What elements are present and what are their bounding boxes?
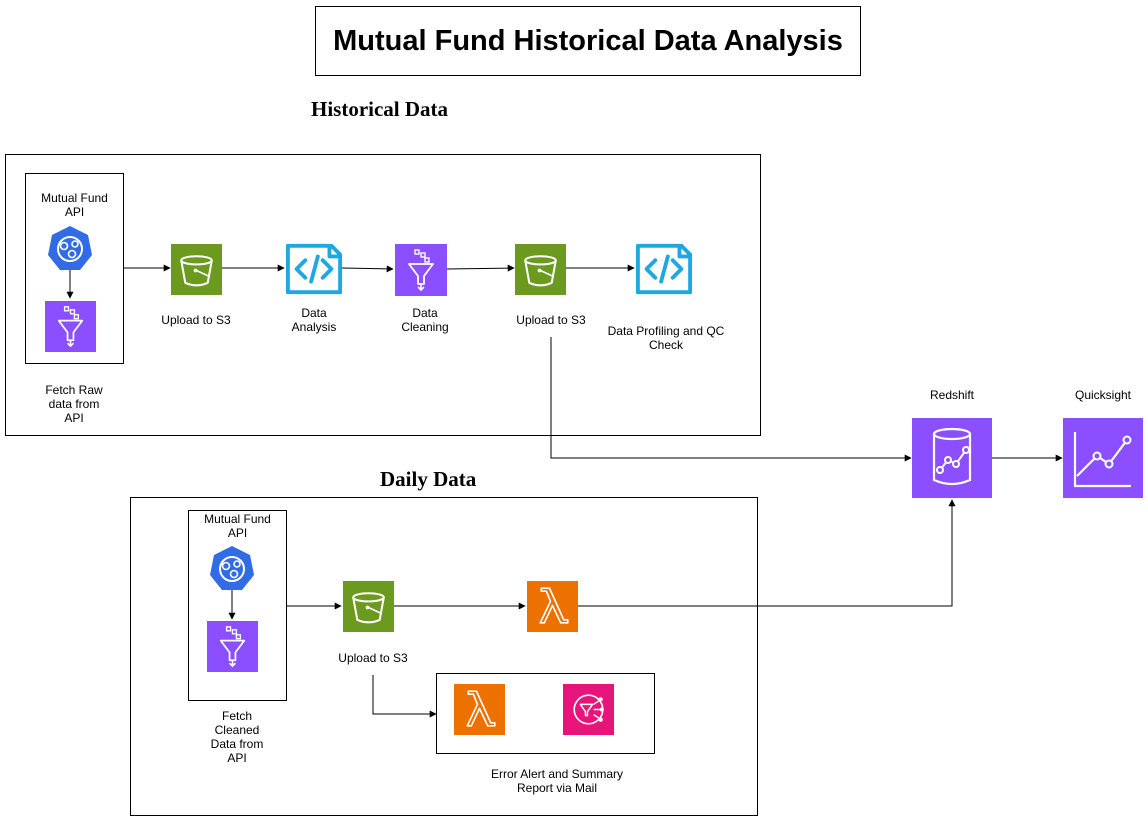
daily-api-group xyxy=(188,510,287,701)
historical-analysis-label: Data Analysis xyxy=(291,306,337,334)
arrow-hist-s3-to-redshift xyxy=(550,337,912,462)
daily-api-label: Mutual Fund API xyxy=(204,512,271,540)
historical-upload-2-label: Upload to S3 xyxy=(516,313,586,327)
daily-connectors xyxy=(228,499,956,718)
daily-alert-label: Error Alert and Summary Report via Mail xyxy=(490,767,624,795)
quicksight-label: Quicksight xyxy=(1074,388,1132,402)
historical-container xyxy=(5,154,761,436)
daily-container xyxy=(130,497,758,816)
historical-profiling-label: Data Profiling and QC Check xyxy=(607,324,725,352)
historical-fetch-label: Fetch Raw data from API xyxy=(45,383,103,425)
daily-fetch-label: Fetch Cleaned Data from API xyxy=(210,709,264,765)
historical-heading: Historical Data xyxy=(311,97,449,121)
diagram-title: Mutual Fund Historical Data Analysis xyxy=(315,6,861,76)
historical-api-group xyxy=(25,173,124,364)
redshift-label: Redshift xyxy=(929,388,975,402)
historical-cleaning-label: Data Cleaning xyxy=(401,306,449,334)
daily-heading: Daily Data xyxy=(380,467,477,491)
historical-api-label: Mutual Fund API xyxy=(41,191,108,219)
historical-upload-1-label: Upload to S3 xyxy=(161,313,231,327)
arrow-daily-lambda-to-redshift xyxy=(578,499,956,607)
quicksight-icon xyxy=(1063,418,1143,498)
arrow-daily-s3-to-alert xyxy=(372,675,437,718)
redshift-icon xyxy=(912,418,992,498)
arrow-hist-analysis-to-cleaning xyxy=(341,265,394,273)
daily-alert-group xyxy=(436,673,655,754)
arrow-hist-cleaning-to-s3 xyxy=(446,264,515,272)
daily-upload-label: Upload to S3 xyxy=(338,651,408,665)
historical-connectors xyxy=(66,264,912,462)
